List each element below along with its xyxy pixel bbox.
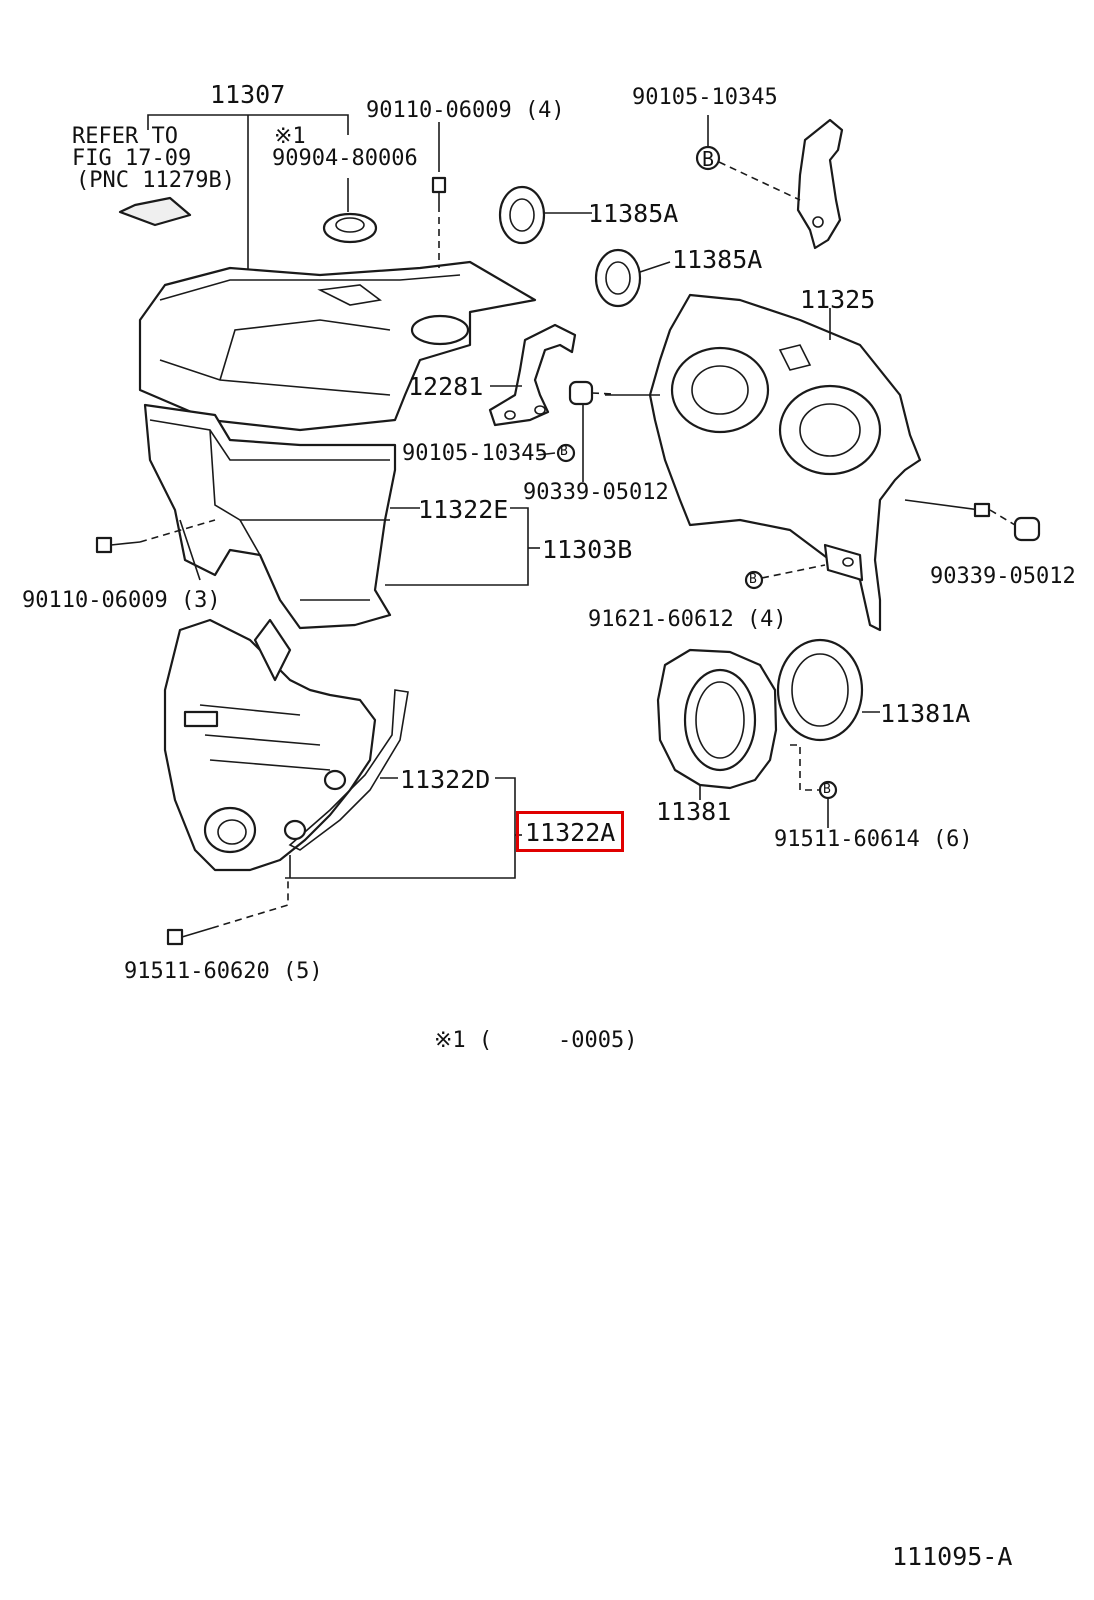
- label-11303b: 11303B: [542, 535, 633, 564]
- straight-pin-90339-mid: [568, 380, 594, 406]
- bolt-90110-top: [431, 176, 447, 205]
- label-11381: 11381: [656, 797, 732, 826]
- label-refer-line1: REFER TO: [72, 124, 178, 149]
- label-11322d: 11322D: [400, 765, 491, 794]
- nut-91621: [744, 570, 764, 590]
- marker-b-letter-91621: B: [749, 572, 757, 587]
- marker-b-letter-top: B: [702, 147, 715, 171]
- label-11385a-1: 11385A: [588, 199, 679, 228]
- label-91511-60620: 91511-60620 (5): [124, 959, 323, 984]
- leader-lines: [139, 114, 1016, 929]
- label-12281: 12281: [408, 372, 484, 401]
- oil-seal-11385a-1: [498, 185, 546, 245]
- label-refer-line3: (PNC 11279B): [76, 168, 235, 193]
- engine-hanger-top: [796, 118, 844, 250]
- label-11322e: 11322E: [418, 495, 509, 524]
- footnote-code: -0005): [558, 1028, 638, 1053]
- label-90339-05012-right: 90339-05012: [930, 564, 1076, 589]
- label-11325: 11325: [800, 285, 876, 314]
- oil-seal-retainer-11381: [656, 648, 778, 790]
- timing-cover-lower-11322a: [163, 618, 409, 872]
- label-11322a-highlighted[interactable]: 11322A: [516, 811, 625, 852]
- label-90110-06009-left: 90110-06009 (3): [22, 588, 221, 613]
- label-11307: 11307: [210, 80, 286, 109]
- seal-90904: [322, 212, 378, 244]
- bolt-91511-bottom: [166, 927, 213, 946]
- label-90105-10345-top: 90105-10345: [632, 85, 778, 110]
- label-90105-10345-mid: 90105-10345: [402, 441, 548, 466]
- nut-90105-mid: [556, 443, 576, 463]
- label-star1: ※1: [274, 124, 306, 149]
- label-11385a-2: 11385A: [672, 245, 763, 274]
- figure-id: 111095-A: [892, 1542, 1013, 1571]
- bolt-90110-left: [95, 536, 141, 554]
- label-91511-60614: 91511-60614 (6): [774, 827, 973, 852]
- label-11381a: 11381A: [880, 699, 971, 728]
- engine-hanger-12281: [488, 323, 577, 427]
- timing-cover-top-11307: [138, 260, 537, 432]
- straight-pin-90339-right: [1013, 516, 1041, 542]
- label-refer-line2: FIG 17-09: [72, 146, 192, 171]
- timing-belt-plate-11325: [605, 293, 991, 632]
- label-90339-05012-mid: 90339-05012: [523, 480, 669, 505]
- marker-b-letter-91511: B: [823, 782, 831, 797]
- label-90904-80006: 90904-80006: [272, 146, 418, 171]
- marker-b-letter-mid: B: [560, 444, 568, 459]
- oil-seal-11381a: [776, 638, 864, 742]
- oil-seal-11385a-2: [594, 248, 642, 308]
- gasket-11279b: [118, 196, 192, 227]
- footnote-mark: ※1 (: [434, 1028, 493, 1053]
- timing-cover-middle-11303b: [143, 403, 397, 630]
- label-90110-06009-top: 90110-06009 (4): [366, 98, 565, 123]
- label-91621-60612: 91621-60612 (4): [588, 607, 787, 632]
